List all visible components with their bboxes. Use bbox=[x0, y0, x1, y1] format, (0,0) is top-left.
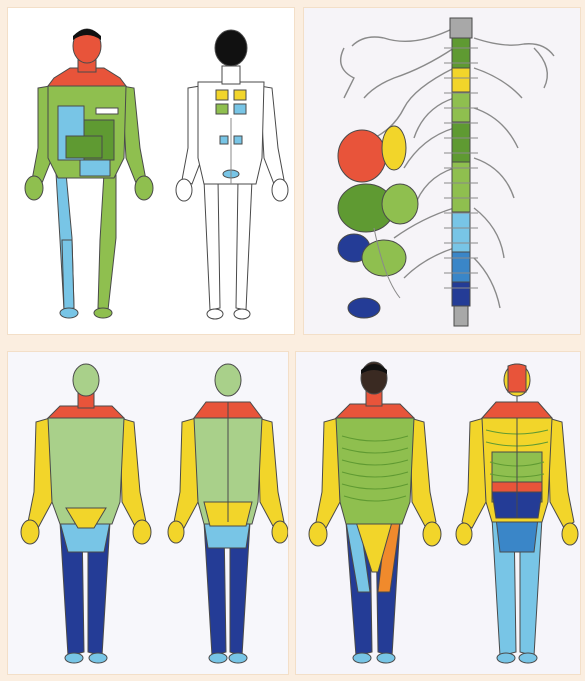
panel-dermatome bbox=[296, 352, 580, 674]
front-figure-2 bbox=[21, 364, 151, 663]
panel-spinal-organs bbox=[304, 8, 580, 334]
back-figure-3 bbox=[456, 364, 578, 663]
back-figure-2 bbox=[168, 364, 288, 663]
spinal-column bbox=[450, 18, 472, 326]
front-figure-3 bbox=[309, 362, 441, 663]
back-figure bbox=[176, 30, 288, 319]
viscerotome-diagram bbox=[8, 8, 294, 334]
spinal-organs-diagram bbox=[304, 8, 580, 334]
sclerotome-diagram bbox=[8, 352, 288, 674]
dermatome-diagram bbox=[296, 352, 580, 674]
organs bbox=[338, 126, 418, 318]
panel-sclerotome bbox=[8, 352, 288, 674]
front-figure bbox=[25, 29, 153, 318]
panel-viscerotome bbox=[8, 8, 294, 334]
